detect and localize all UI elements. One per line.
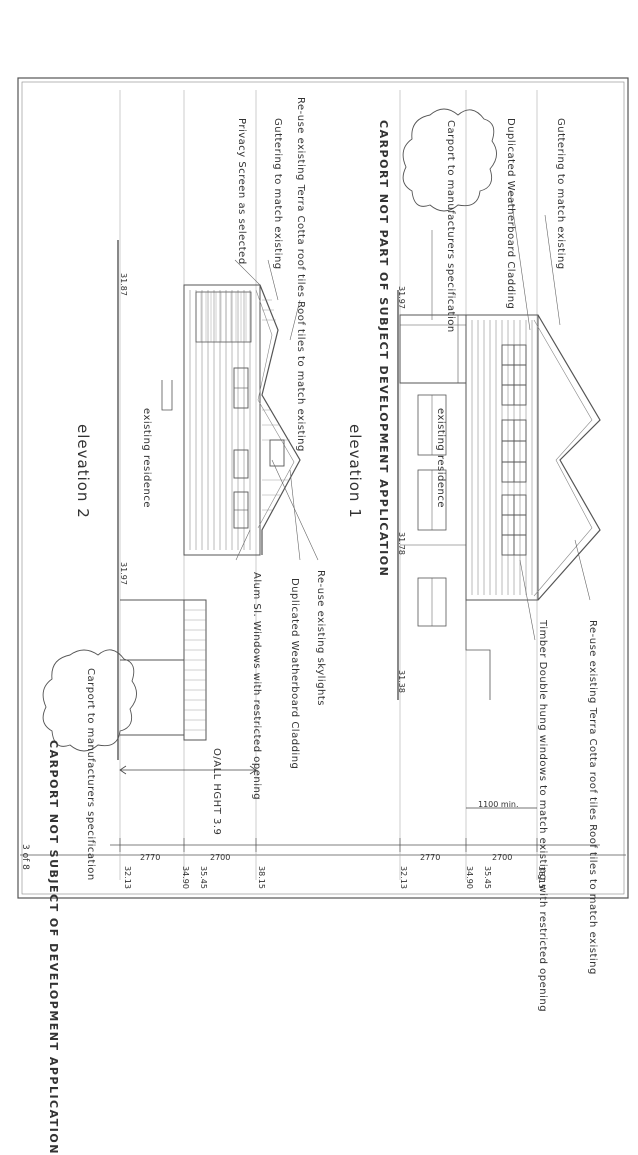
dim-el2-2770: 2770 [140,853,161,862]
elevation-2-cloud-note: Carport to manufacturers specification [85,668,96,881]
cloud-el2 [42,649,137,752]
elevation-2-overall-height: O/ALL HGHT 3.9 [211,748,222,836]
elevation-1-note-windows: Timber Double hung windows to match exis… [537,620,548,1013]
elevation-2-note-cladding: Duplicated Weatherboard Cladding [289,578,300,770]
sheet-border [17,77,629,899]
elevation-1-rl-3: 31.38 [397,670,406,693]
elevation-1-note-guttering: Guttering to match existing [555,118,566,270]
dim-el1-2770: 2770 [420,853,441,862]
elevation-2-note-roof-tiles: Re-use existing Terra Cotta roof tiles R… [295,97,306,452]
sheet-inner-border [21,81,625,895]
elevation-1-residence-label: existing residence [435,408,446,508]
drawing-sheet: elevation 2 existing residence Re-use ex… [17,77,629,1155]
cloud-el1 [402,108,497,212]
elevation-2-rl-2: 31.97 [119,562,128,585]
elevation-2-residence-label: existing residence [141,408,152,508]
elevation-1-title: elevation 1 [346,424,364,519]
elevation-2-note-guttering: Guttering to match existing [272,118,283,270]
elevation-2-carport-note: CARPORT NOT SUBJECT OF DEVELOPMENT APPLI… [47,740,60,1155]
edge-el1-2: 35.45 [483,866,492,889]
elevation-2-note-skylights: Re-use existing skylights [315,570,326,707]
edge-el1-1: 34.90 [465,866,474,889]
elevation-1-min-note: 1100 min. [478,800,519,809]
edge-el2-3: 38.15 [257,866,266,889]
edge-el1-3: 38.15 [537,866,546,889]
edge-el2-0: 32.13 [123,866,132,889]
elevation-1-rl-1: 31.97 [397,286,406,309]
elevation-1-note-roof-tiles: Re-use existing Terra Cotta roof tiles R… [587,620,598,975]
elevation-drawing [17,77,629,899]
elevation-1-cloud-note: Carport to manufacturers specification [445,120,456,333]
elevation-2-note-privacy-screen: Privacy Screen as selected [236,118,247,265]
edge-el2-2: 35.45 [199,866,208,889]
dim-el2-2700: 2700 [210,853,231,862]
elevation-2-title: elevation 2 [74,424,92,519]
edge-el1-0: 32.13 [399,866,408,889]
elevation-2-rl-1: 31.87 [119,273,128,296]
elevation-2-note-windows: Alum Sl. Windows with restricted opening [251,572,262,801]
dim-el1-2700: 2700 [492,853,513,862]
edge-el2-1: 34.90 [181,866,190,889]
elevation-1-note-cladding: Duplicated Weatherboard Cladding [505,118,516,310]
elevation-1-rl-2: 31.78 [397,532,406,555]
elevation-1-carport-note: CARPORT NOT PART OF SUBJECT DEVELOPMENT … [377,120,390,578]
sheet-number: 3 of 8 [20,844,30,870]
